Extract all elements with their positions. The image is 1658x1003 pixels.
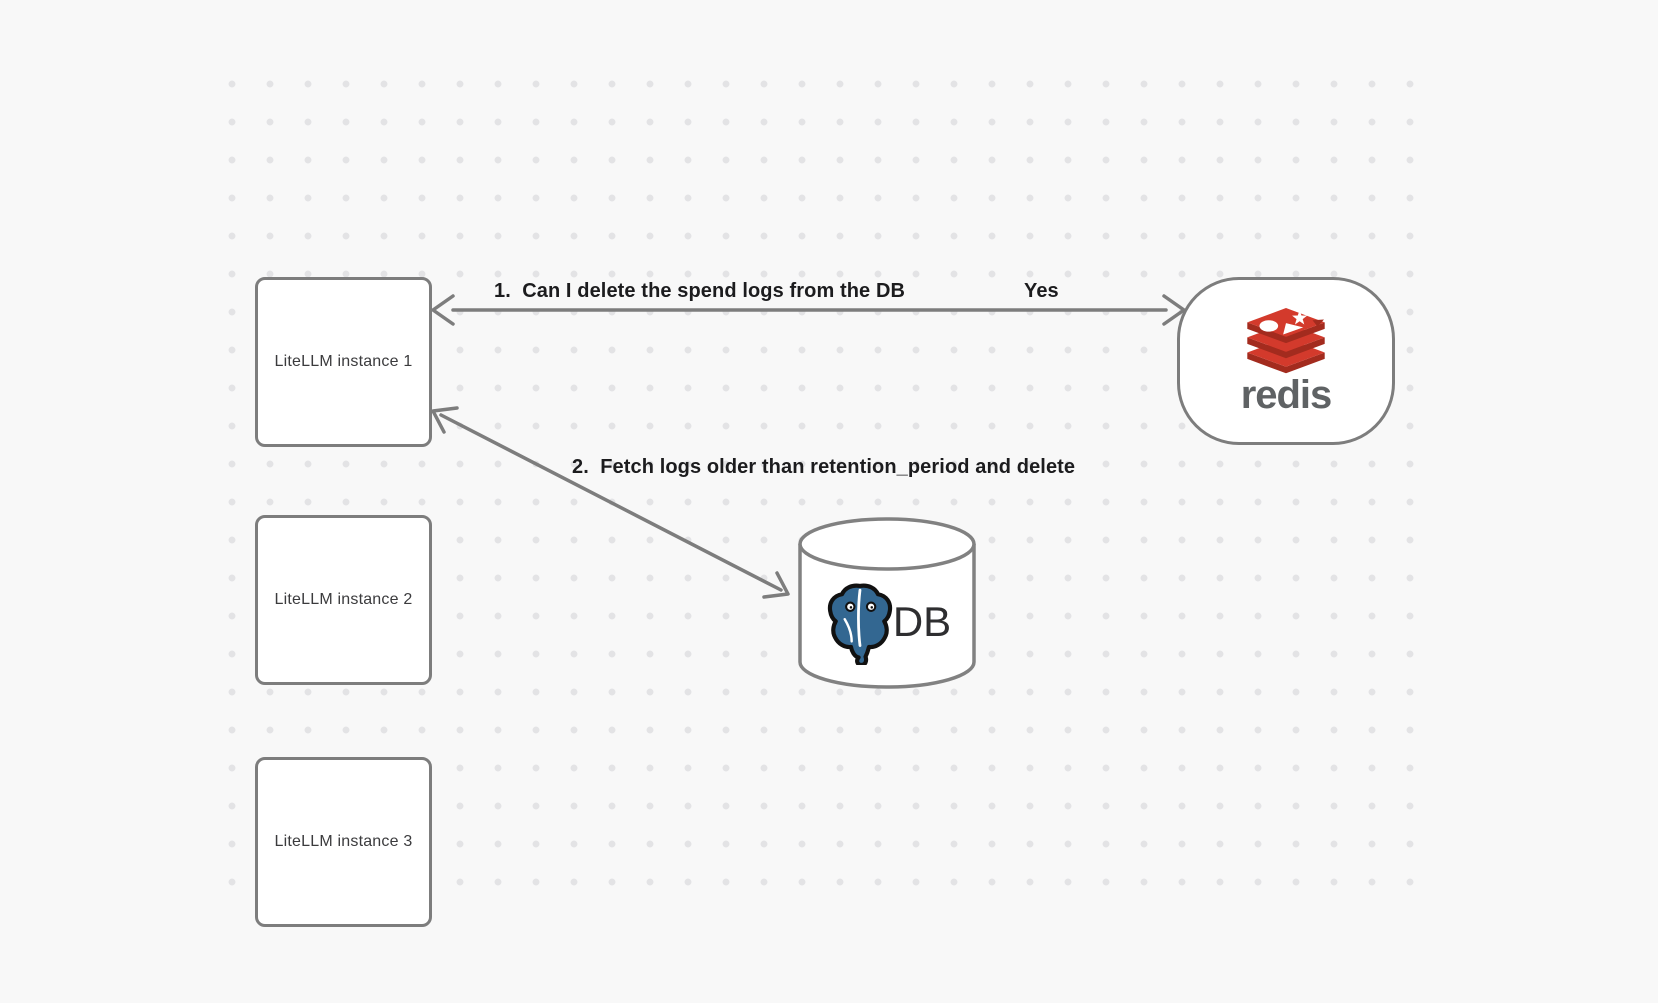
node-label: LiteLLM instance 1 [274, 353, 413, 370]
node-label: LiteLLM instance 3 [274, 833, 413, 850]
edge1-label[interactable]: 1. Can I delete the spend logs from the … [494, 280, 906, 302]
db-label: DB [892, 598, 952, 645]
redis-wordmark: redis [1240, 373, 1333, 417]
node-redis[interactable]: redis [1177, 277, 1395, 445]
node-litellm-instance-2[interactable]: LiteLLM instance 2 [255, 515, 432, 685]
node-litellm-instance-1[interactable]: LiteLLM instance 1 [255, 277, 432, 447]
redis-logo-icon [1247, 308, 1325, 374]
node-litellm-instance-3[interactable]: LiteLLM instance 3 [255, 757, 432, 927]
postgresql-elephant-icon [827, 583, 892, 665]
arrow-instance1-db[interactable] [431, 406, 790, 599]
edge1-response-label[interactable]: Yes [1024, 280, 1059, 302]
node-db-cylinder[interactable]: DB [796, 515, 978, 691]
edge2-label[interactable]: 2. Fetch logs older than retention_perio… [572, 456, 1076, 478]
node-label: LiteLLM instance 2 [274, 591, 413, 608]
